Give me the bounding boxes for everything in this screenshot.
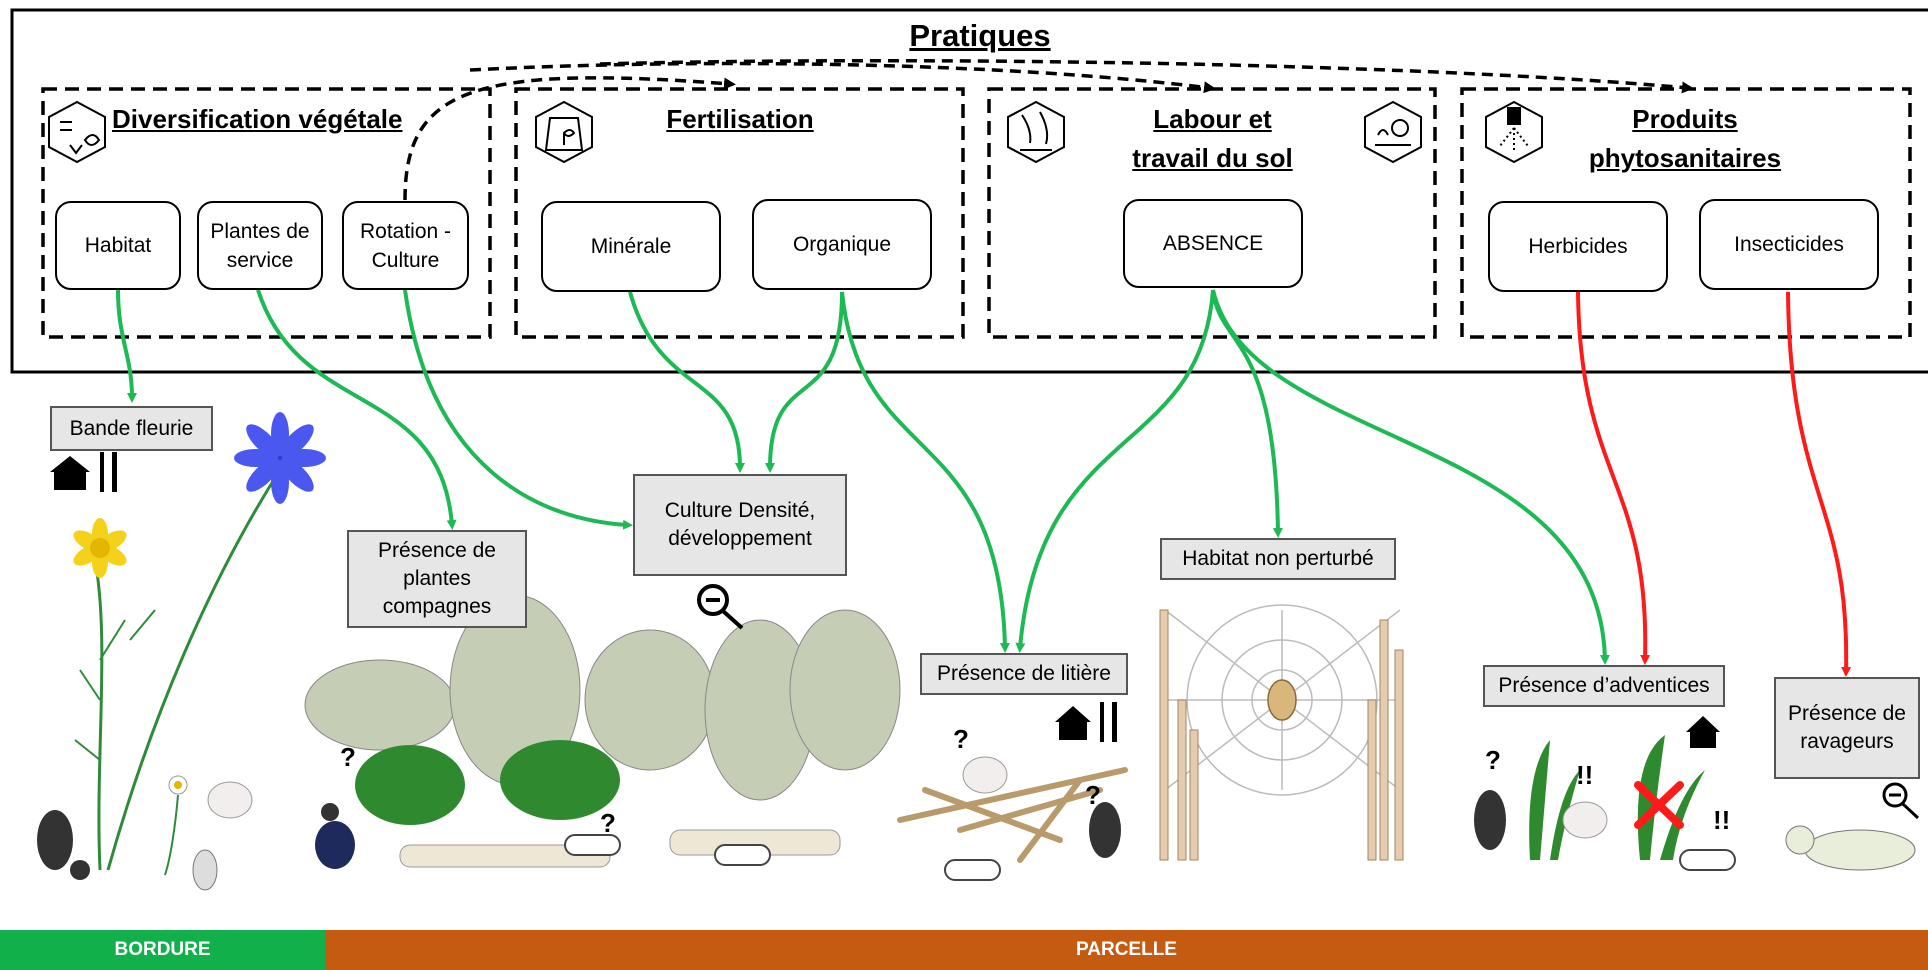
arrow-herbicides-adventices — [1576, 291, 1651, 665]
rotation-arrow-phyto — [599, 58, 1694, 94]
rotation-arrow-fertilisation — [403, 76, 736, 201]
plant-diversity-icon — [48, 100, 106, 164]
plough-icon — [1007, 100, 1065, 164]
practice-habitat: Habitat — [55, 201, 181, 290]
category-frame-fertilisation — [514, 87, 965, 339]
fertilizer-bag-icon — [535, 100, 593, 164]
question-mark: ? — [600, 808, 616, 838]
alert-mark: !! — [1576, 760, 1594, 790]
category-title-fertilisation: Fertilisation — [666, 104, 814, 134]
arrow-organique-litiere — [840, 291, 1010, 653]
springtail-illustration — [192, 849, 218, 891]
footer-bordure: BORDURE — [0, 930, 325, 970]
spider-illustration-2 — [962, 756, 1008, 794]
spider-web-illustration — [1164, 604, 1401, 796]
arrow-absence-adventices — [1211, 289, 1610, 665]
practice-rotation: Rotation - Culture — [342, 201, 469, 290]
house-icon-bande — [50, 456, 90, 490]
arrow-absence-habitat — [1211, 289, 1283, 538]
fork-knife-icon-bande — [100, 452, 117, 492]
rotation-arrow-labour — [469, 61, 1216, 94]
house-icon-litiere — [1055, 706, 1091, 740]
practice-herbicides: Herbicides — [1488, 201, 1668, 292]
magnifier-icon-ravageurs — [1882, 782, 1920, 820]
arrow-insecticides-ravageurs — [1786, 291, 1852, 677]
alert-mark: !! — [1713, 805, 1731, 835]
effect-adventices: Présence d’adventices — [1483, 665, 1725, 707]
beetle-illustration-2 — [315, 803, 355, 869]
effect-litiere: Présence de litière — [920, 653, 1128, 695]
weeds-illustration — [1529, 735, 1705, 860]
cross-mark-icon — [1634, 781, 1684, 829]
effect-habitat-non-perturbe: Habitat non perturbé — [1160, 538, 1396, 580]
practices-frame — [10, 8, 1928, 374]
arrow-habitat-bande — [116, 289, 137, 403]
bordure-flowers-illustration — [73, 412, 326, 876]
question-mark: ? — [1485, 745, 1501, 775]
practice-plantes-service: Plantes de service — [197, 201, 323, 290]
spider-illustration-1 — [207, 781, 253, 819]
sprayer-icon — [1485, 100, 1543, 164]
practice-organique: Organique — [752, 199, 932, 290]
practice-minerale: Minérale — [541, 201, 721, 292]
effect-ravageurs: Présence de ravageurs — [1774, 677, 1920, 779]
arrow-organique-culture — [765, 291, 844, 473]
crop-illustration — [584, 609, 901, 856]
tillage-machine-icon — [1364, 100, 1422, 164]
effect-bande-fleurie: Bande fleurie — [50, 406, 213, 451]
practice-insecticides: Insecticides — [1699, 199, 1879, 290]
effect-plantes-compagnes: Présence de plantes compagnes — [347, 530, 527, 628]
practice-absence: ABSENCE — [1123, 199, 1303, 288]
arrow-minerale-culture — [628, 291, 745, 473]
footer-parcelle: PARCELLE — [325, 930, 1928, 970]
magnifier-icon-culture — [697, 584, 744, 630]
category-frame-diversification — [41, 87, 492, 339]
question-mark: ? — [340, 742, 356, 772]
category-title-phyto-line2: phytosanitaires — [1588, 143, 1782, 173]
companion-plants-illustration — [304, 594, 620, 868]
spider-illustration-3 — [1562, 801, 1608, 839]
category-title-labour-line2: travail du sol — [1132, 143, 1293, 173]
arrow-service-compagnes — [256, 289, 457, 530]
larva-illustration-2 — [714, 844, 771, 866]
larva-illustration-1 — [564, 834, 621, 856]
web-poles-illustration — [1159, 609, 1404, 861]
category-title-diversification: Diversification végétale — [112, 104, 403, 134]
question-mark: ? — [953, 724, 969, 754]
house-icon-adventices — [1686, 716, 1720, 748]
page-title: Pratiques — [909, 18, 1051, 53]
effect-culture: Culture Densité, développement — [633, 474, 847, 576]
larva-illustration-4 — [1679, 849, 1736, 871]
fork-knife-icon-litiere — [1100, 702, 1117, 742]
aphid-illustration — [1785, 825, 1916, 871]
beetle-illustration-1 — [37, 810, 90, 880]
beetle-illustration-4 — [1474, 790, 1506, 850]
arrow-rotation-culture — [403, 289, 633, 530]
category-title-phyto-line1: Produits — [1632, 104, 1738, 134]
litter-illustration — [897, 767, 1128, 863]
larva-illustration-3 — [944, 859, 1001, 881]
category-title-labour-line1: Labour et — [1153, 104, 1272, 134]
beetle-illustration-3 — [1089, 802, 1121, 858]
question-mark: ? — [1085, 780, 1101, 810]
arrow-absence-litiere — [1015, 289, 1215, 653]
